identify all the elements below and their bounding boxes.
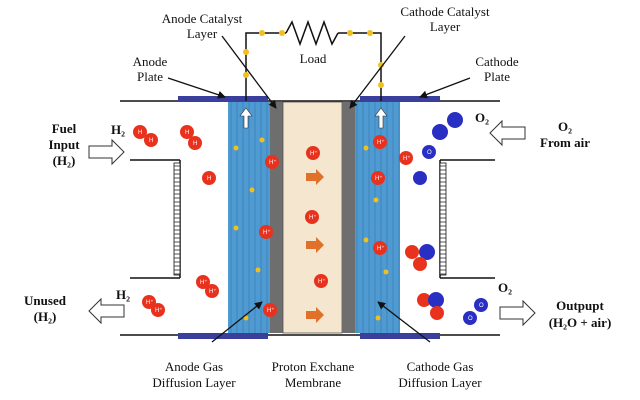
proton: H⁺ — [306, 146, 320, 160]
svg-text:O: O — [427, 150, 432, 156]
svg-text:H⁺: H⁺ — [155, 307, 163, 314]
h2-in-label: H₂ — [111, 122, 125, 137]
svg-text:H: H — [193, 141, 197, 147]
svg-text:H⁺: H⁺ — [310, 150, 318, 157]
svg-text:H⁺: H⁺ — [267, 307, 275, 314]
h2-molecule: HH — [180, 125, 202, 150]
anode-catalyst-label: Layer — [187, 26, 218, 41]
proton-arrows — [306, 169, 324, 323]
svg-text:H⁺: H⁺ — [146, 299, 154, 306]
o2-molecule: OO — [463, 298, 488, 325]
svg-text:H⁺: H⁺ — [375, 175, 383, 182]
proton: H⁺ — [399, 151, 413, 165]
proton: H⁺ — [305, 210, 319, 224]
svg-text:H⁺: H⁺ — [377, 245, 385, 252]
anode-catalyst-layer — [270, 102, 283, 333]
oxygen-particles: O OO — [405, 112, 488, 325]
anode-gas-diffusion-layer — [228, 102, 270, 333]
cathode-catalyst-label: Cathode Catalyst — [400, 4, 490, 19]
svg-text:H⁺: H⁺ — [263, 229, 271, 236]
o2-from-air-label: O₂ — [558, 119, 572, 134]
output-label: (H₂O + air) — [549, 315, 612, 330]
svg-text:H: H — [149, 138, 153, 144]
load-resistor-icon — [285, 19, 339, 47]
fuel-input-label: (H₂) — [53, 153, 76, 168]
cathode-catalyst-layer — [342, 102, 355, 333]
h2-out-label: H₂ — [116, 287, 130, 302]
unused-out-arrow-icon — [88, 297, 125, 325]
o-atom — [413, 171, 427, 185]
o2-from-air-label: From air — [540, 135, 590, 150]
svg-text:H: H — [207, 176, 211, 182]
proton: H⁺ — [314, 274, 328, 288]
proton: H⁺ — [371, 171, 385, 185]
electron-up-arrow-cathode — [374, 107, 388, 129]
o2-out-label: O₂ — [498, 280, 512, 295]
svg-text:H⁺: H⁺ — [200, 279, 208, 286]
cathode-plate-label: Plate — [484, 69, 510, 84]
cathode-plate-top — [360, 96, 440, 102]
cathode-plate-label: Cathode — [475, 54, 519, 69]
fuel-input-label: Input — [48, 137, 80, 152]
fuel-input-label: Fuel — [52, 121, 77, 136]
o-atom: O — [422, 145, 436, 159]
o2-molecule — [432, 112, 463, 140]
svg-text:H⁺: H⁺ — [209, 288, 217, 295]
svg-text:H⁺: H⁺ — [269, 159, 277, 166]
pem-label: Proton Exchane — [272, 359, 355, 374]
svg-text:O: O — [479, 303, 484, 309]
anode-plate-bottom — [178, 333, 268, 339]
cathode-plate-bottom — [360, 333, 440, 339]
proton: H⁺ — [263, 303, 277, 317]
hydrogen-particles: HH HH H H⁺H⁺ H⁺H⁺ H⁺ H⁺ H⁺ H⁺ H⁺ H⁺ H⁺ H… — [133, 125, 413, 317]
unused-label: Unused — [24, 293, 67, 308]
svg-text:H⁺: H⁺ — [377, 139, 385, 146]
cathode-catalyst-label: Layer — [430, 19, 461, 34]
svg-text:H: H — [185, 130, 189, 136]
h2-molecule: H⁺H⁺ — [142, 295, 165, 317]
water-molecule — [417, 292, 444, 320]
h2-molecule: H⁺H⁺ — [196, 275, 219, 298]
leader-lines — [167, 35, 471, 343]
electron-up-arrow-anode — [239, 107, 253, 129]
anode-plate-label: Plate — [137, 69, 163, 84]
proton: H⁺ — [373, 241, 387, 255]
pem-label: Membrane — [285, 375, 342, 390]
h-atom: H — [202, 171, 216, 185]
cathode-gdl-label: Cathode Gas — [407, 359, 474, 374]
load-label: Load — [300, 51, 327, 66]
cathode-gdl-label: Diffusion Layer — [398, 375, 482, 390]
o2-in-label: O₂ — [475, 110, 489, 125]
svg-text:O: O — [468, 316, 473, 322]
proton: H⁺ — [259, 225, 273, 239]
water-molecule — [405, 244, 435, 271]
anode-plate-top — [178, 96, 268, 102]
svg-text:H: H — [138, 130, 142, 136]
anode-plate-label: Anode — [133, 54, 168, 69]
h2-molecule: HH — [133, 125, 158, 147]
fuel-in-arrow-icon — [88, 138, 125, 166]
anode-gdl-label: Diffusion Layer — [152, 375, 236, 390]
proton: H⁺ — [265, 155, 279, 169]
anode-catalyst-label: Anode Catalyst — [162, 11, 243, 26]
output-arrow-icon — [499, 299, 536, 327]
proton: H⁺ — [373, 135, 387, 149]
unused-label: (H₂) — [34, 309, 57, 324]
svg-text:H⁺: H⁺ — [318, 278, 326, 285]
output-label: Outpupt — [556, 298, 604, 313]
air-in-arrow-icon — [489, 119, 526, 147]
anode-gdl-label: Anode Gas — [165, 359, 223, 374]
electrons — [233, 137, 389, 321]
svg-text:H⁺: H⁺ — [403, 155, 411, 162]
svg-text:H⁺: H⁺ — [309, 214, 317, 221]
